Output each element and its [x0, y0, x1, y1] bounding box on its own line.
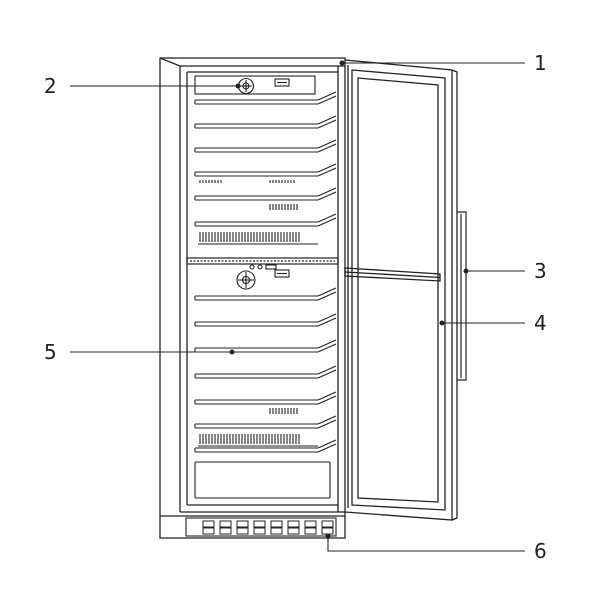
shelf [194, 163, 337, 183]
shelf [194, 115, 337, 129]
lower-fan-panel [236, 264, 290, 290]
shelf [194, 139, 337, 153]
grille-slot [202, 520, 215, 528]
zone-divider [186, 257, 339, 265]
grille-slot [321, 520, 334, 528]
callout-label-1: 1 [534, 51, 547, 75]
shelf [194, 91, 337, 105]
grille-slot [287, 520, 300, 528]
callout-label-5: 5 [44, 340, 57, 364]
grille-slot [219, 520, 232, 528]
grille-slot [236, 527, 249, 535]
door-handle [457, 211, 467, 381]
vent-grille [185, 517, 337, 537]
shelf [194, 287, 337, 301]
shelf [194, 365, 337, 379]
grille-slot [236, 520, 249, 528]
grille-slot [253, 527, 266, 535]
shelves-group [194, 91, 337, 453]
bottom-storage [194, 461, 331, 499]
control-panel-icon [249, 264, 290, 278]
callout-label-2: 2 [44, 74, 57, 98]
leader-lines [70, 62, 525, 552]
grille-slot [253, 520, 266, 528]
callout-label-3: 3 [534, 259, 547, 283]
shelf [194, 391, 337, 414]
fan-icon [236, 270, 256, 290]
callout-label-4: 4 [534, 311, 547, 335]
fan-icon [237, 77, 255, 95]
grille-slot [304, 520, 317, 528]
grille-slot [287, 527, 300, 535]
shelf [194, 213, 337, 245]
grille-slot [270, 520, 283, 528]
cabinet-body [159, 57, 346, 539]
grille-slot [321, 527, 334, 535]
control-panel-icon [274, 78, 290, 87]
grille-slot [270, 527, 283, 535]
grille-slot [202, 527, 215, 535]
leader-line-6 [327, 536, 525, 552]
grille-slot [304, 527, 317, 535]
glass-door [344, 59, 458, 521]
callout-labels: 1 2 3 4 5 6 [44, 51, 547, 563]
shelf [194, 339, 337, 353]
shelf [194, 187, 337, 210]
shelf [194, 415, 337, 447]
leader-dots [229, 60, 469, 539]
shelf [194, 313, 337, 327]
grille-slot [219, 527, 232, 535]
shelf [194, 439, 337, 453]
upper-fan-panel [194, 75, 316, 95]
callout-label-6: 6 [534, 539, 547, 563]
